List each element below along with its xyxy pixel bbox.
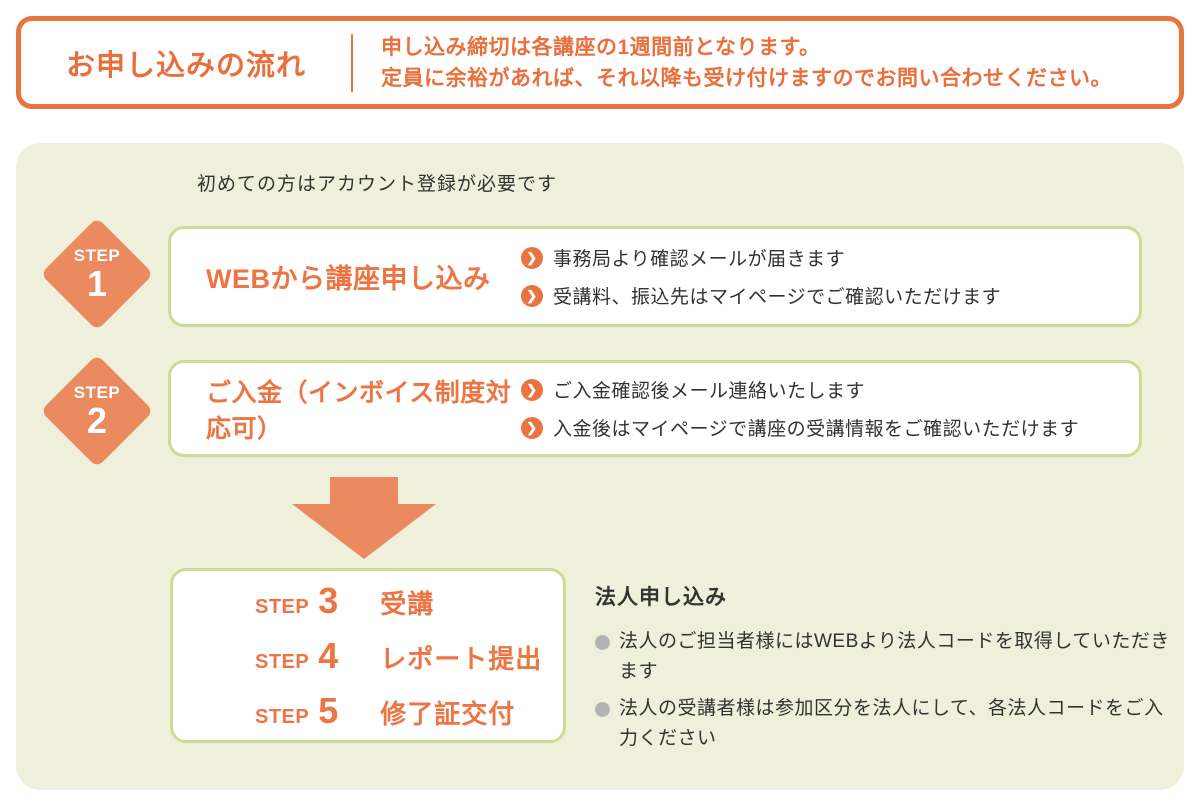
step3-title: 受講 xyxy=(380,588,435,619)
down-arrow-stem xyxy=(330,477,398,505)
step5-row: STEP 5 修了証交付 xyxy=(255,690,563,732)
corporate-section: 法人申し込み 法人のご担当者様にはWEBより法人コードを取得していただきます 法… xyxy=(595,581,1173,761)
deadline-note-line1: 申し込み締切は各講座の1週間前となります。 xyxy=(381,35,821,59)
corporate-point-1-text: 法人のご担当者様にはWEBより法人コードを取得していただきます xyxy=(619,631,1170,682)
step2-title: ご入金（インボイス制度対応可） xyxy=(206,378,512,443)
step4-label: STEP xyxy=(255,650,310,673)
chevron-circle-icon: ❯ xyxy=(521,416,543,439)
deadline-note-line2: 定員に余裕があれば、それ以降も受け付けますのでお問い合わせください。 xyxy=(381,66,1112,90)
step5-title: 修了証交付 xyxy=(380,698,516,729)
account-registration-note: 初めての方はアカウント登録が必要です xyxy=(197,174,558,195)
chevron-circle-icon: ❯ xyxy=(521,246,543,269)
step2-badge-content: STEP 2 xyxy=(57,371,137,451)
step2-badge-number: 2 xyxy=(86,399,108,441)
down-arrow-icon xyxy=(292,504,436,559)
step1-box: WEBから講座申し込み ❯ 事務局より確認メールが届きます ❯ 受講料、振込先は… xyxy=(168,226,1142,327)
page-title: お申し込みの流れ xyxy=(65,49,306,82)
step4-title: レポート提出 xyxy=(380,643,543,674)
step1-point-1-text: 事務局より確認メールが届きます xyxy=(553,249,846,270)
header-divider xyxy=(351,33,353,92)
step4-number: 4 xyxy=(318,634,339,676)
step4-row: STEP 4 レポート提出 xyxy=(255,635,563,677)
step1-badge-label: STEP xyxy=(73,245,121,265)
step2-badge-label: STEP xyxy=(73,382,121,402)
step1-points: ❯ 事務局より確認メールが届きます ❯ 受講料、振込先はマイページでご確認いただ… xyxy=(521,244,1001,309)
step5-number: 5 xyxy=(318,689,339,731)
application-flow-header: お申し込みの流れ 申し込み締切は各講座の1週間前となります。 定員に余裕があれば… xyxy=(16,16,1184,109)
step3-number: 3 xyxy=(318,579,339,621)
step1-title: WEBから講座申し込み xyxy=(206,264,491,294)
chevron-circle-icon: ❯ xyxy=(521,284,543,307)
step2-box: ご入金（インボイス制度対応可） ❯ ご入金確認後メール連絡いたします ❯ 入金後… xyxy=(168,360,1142,457)
step2-point-1: ❯ ご入金確認後メール連絡いたします xyxy=(521,376,1079,403)
step1-badge-number: 1 xyxy=(86,262,108,304)
step1-badge: STEP 1 xyxy=(40,217,154,331)
step2-points: ❯ ご入金確認後メール連絡いたします ❯ 入金後はマイページで講座の受講情報をご… xyxy=(521,376,1079,441)
step1-point-2-text: 受講料、振込先はマイページでご確認いただけます xyxy=(553,287,1002,308)
gray-dot-icon xyxy=(595,635,610,650)
step1-point-2: ❯ 受講料、振込先はマイページでご確認いただけます xyxy=(521,282,1001,309)
step1-point-1: ❯ 事務局より確認メールが届きます xyxy=(521,244,1001,271)
step2-point-2: ❯ 入金後はマイページで講座の受講情報をご確認いただけます xyxy=(521,414,1079,441)
step3-label: STEP xyxy=(255,595,310,618)
gray-dot-icon xyxy=(595,702,610,717)
corporate-point-2: 法人の受講者様は参加区分を法人にして、各法人コードをご入力ください xyxy=(595,694,1173,754)
steps-3-5-box: STEP 3 受講 STEP 4 レポート提出 STEP 5 修了証交付 xyxy=(170,568,566,743)
step3-row: STEP 3 受講 xyxy=(255,580,563,622)
corporate-heading: 法人申し込み xyxy=(595,586,727,609)
flow-panel: 初めての方はアカウント登録が必要です STEP 1 WEBから講座申し込み ❯ … xyxy=(16,143,1184,790)
deadline-note: 申し込み締切は各講座の1週間前となります。 定員に余裕があれば、それ以降も受け付… xyxy=(381,32,1112,94)
chevron-circle-icon: ❯ xyxy=(521,378,543,401)
corporate-point-1: 法人のご担当者様にはWEBより法人コードを取得していただきます xyxy=(595,627,1173,687)
step5-label: STEP xyxy=(255,705,310,728)
step1-badge-content: STEP 1 xyxy=(57,234,137,314)
step2-badge: STEP 2 xyxy=(40,354,154,468)
corporate-point-2-text: 法人の受講者様は参加区分を法人にして、各法人コードをご入力ください xyxy=(619,698,1164,749)
step2-point-2-text: 入金後はマイページで講座の受講情報をご確認いただけます xyxy=(553,419,1080,440)
step2-point-1-text: ご入金確認後メール連絡いたします xyxy=(553,381,866,402)
